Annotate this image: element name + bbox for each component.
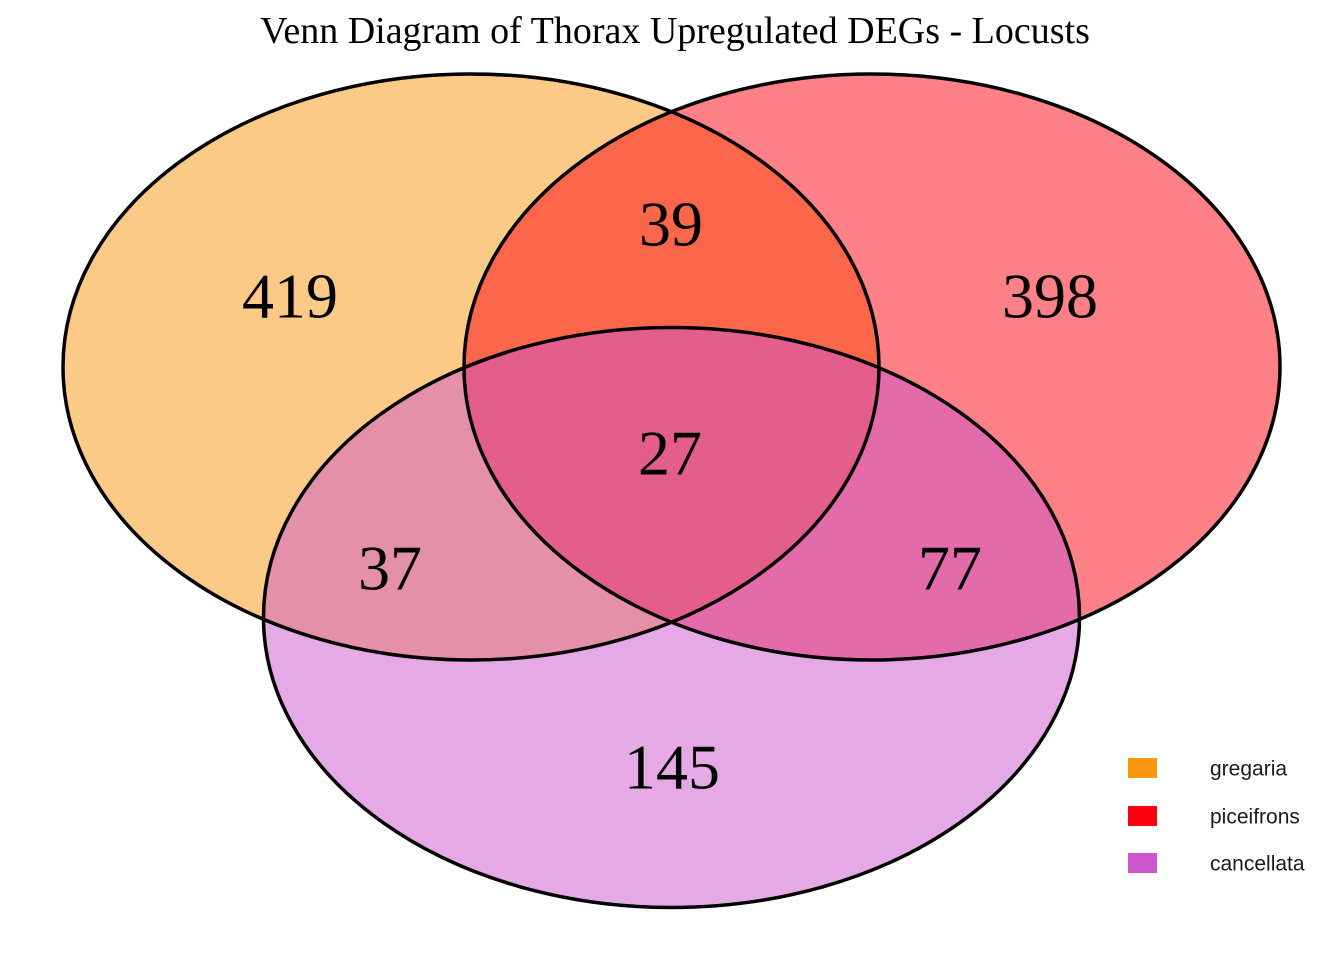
legend-label-piceifrons: piceifrons xyxy=(1210,806,1300,829)
cancellata-ellipse-outline xyxy=(261,325,1082,910)
legend-swatch-piceifrons-icon xyxy=(1128,806,1157,826)
chart-title: Venn Diagram of Thorax Upregulated DEGs … xyxy=(260,10,1090,52)
venn-outlines xyxy=(61,72,1282,910)
legend-item-gregaria: gregaria xyxy=(1128,758,1287,781)
region-count-all-three: 27 xyxy=(638,418,702,489)
region-count-gregaria-cancellata: 37 xyxy=(358,533,422,604)
region-counts: 419 398 39 27 37 77 145 xyxy=(242,189,1098,803)
legend-swatch-cancellata-icon xyxy=(1128,853,1157,873)
legend-item-piceifrons: piceifrons xyxy=(1128,806,1300,829)
legend-swatch-gregaria-icon xyxy=(1128,758,1157,778)
legend: gregaria piceifrons cancellata xyxy=(1128,758,1305,876)
region-count-gregaria-piceifrons: 39 xyxy=(639,189,703,260)
region-count-piceifrons-cancellata: 77 xyxy=(918,533,982,604)
legend-label-gregaria: gregaria xyxy=(1210,758,1287,781)
cancellata-ellipse-fill xyxy=(263,327,1080,908)
region-count-gregaria-only: 419 xyxy=(242,261,338,332)
region-count-cancellata-only: 145 xyxy=(624,732,720,803)
legend-item-cancellata: cancellata xyxy=(1128,853,1305,876)
venn-fills xyxy=(63,74,1280,908)
region-count-piceifrons-only: 398 xyxy=(1002,261,1098,332)
legend-label-cancellata: cancellata xyxy=(1210,853,1305,876)
